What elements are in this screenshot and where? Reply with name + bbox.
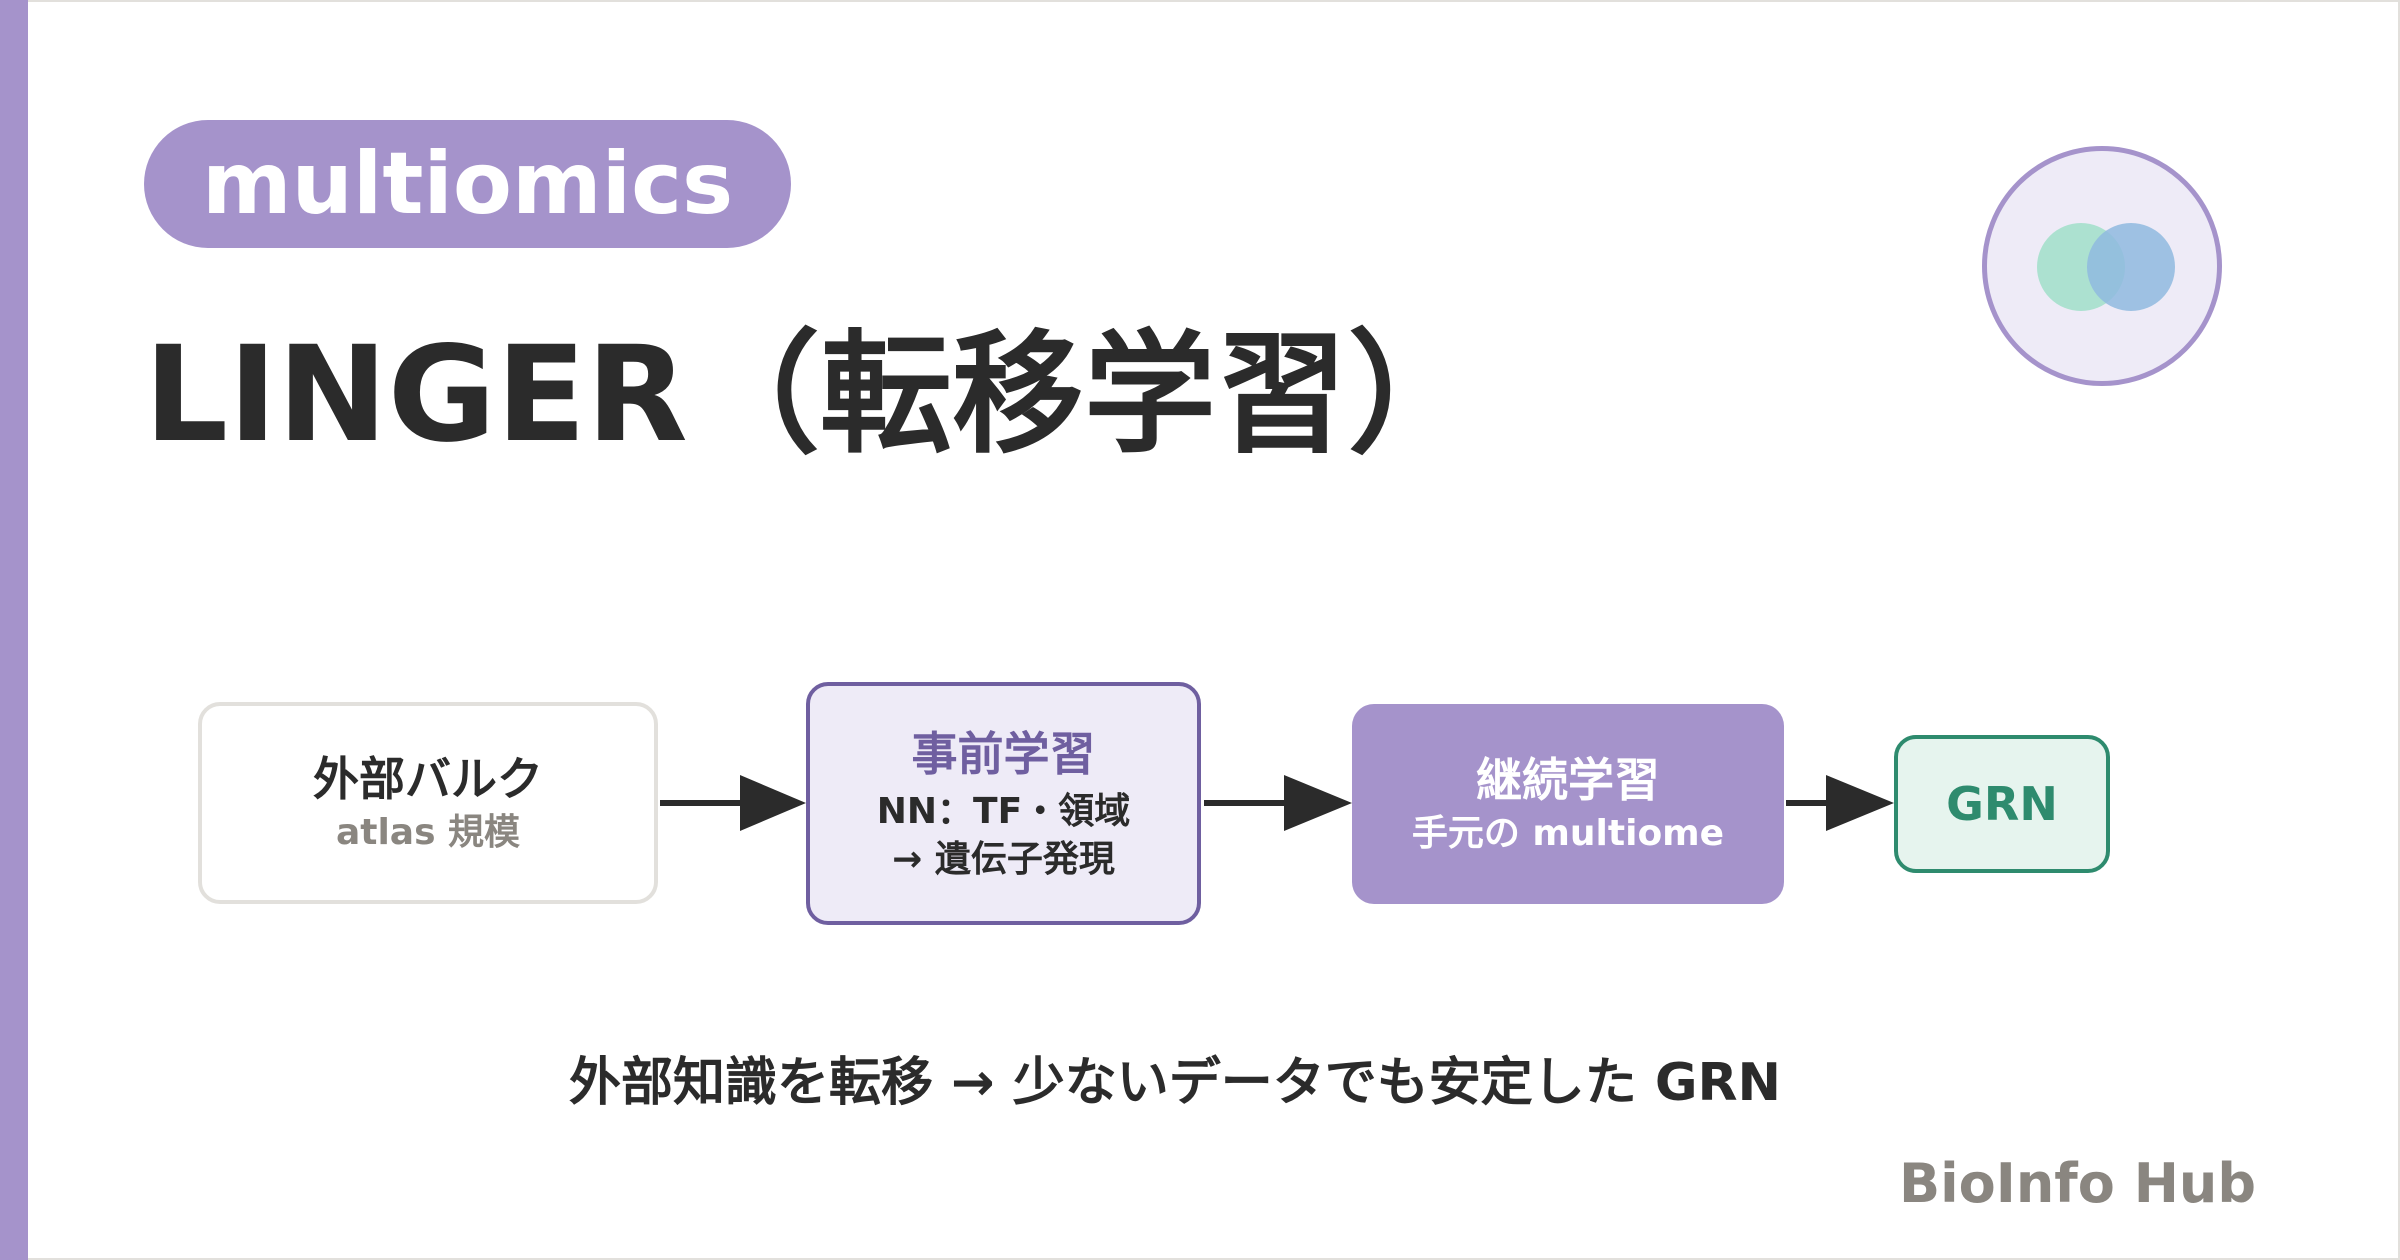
- multiomics-logo-icon: [1982, 146, 2222, 386]
- arrow-1: [660, 775, 806, 831]
- accent-bar: [0, 0, 28, 1260]
- arrow-2: [1204, 775, 1352, 831]
- node-title: 事前学習: [911, 726, 1096, 781]
- node-external-bulk: 外部バルク atlas 規模: [198, 702, 658, 904]
- node-subtitle-line-1: NN：TF・領域: [876, 790, 1131, 832]
- node-continual-learning: 継続学習 手元の multiome: [1352, 704, 1784, 904]
- arrow-3: [1786, 775, 1894, 831]
- logo-blue-circle: [2087, 223, 2175, 311]
- node-title: 外部バルク: [313, 752, 543, 806]
- node-title: GRN: [1946, 777, 2058, 831]
- slide-title: LINGER（転移学習）: [144, 318, 1480, 472]
- node-subtitle-line-2: → 遺伝子発現: [892, 838, 1115, 880]
- node-grn: GRN: [1894, 735, 2110, 873]
- category-tag: multiomics: [144, 120, 792, 248]
- node-pretraining: 事前学習 NN：TF・領域 → 遺伝子発現: [806, 682, 1201, 925]
- node-title: 継続学習: [1476, 753, 1660, 807]
- node-subtitle: atlas 規模: [335, 812, 521, 853]
- node-subtitle: 手元の multiome: [1411, 813, 1725, 854]
- summary-caption: 外部知識を転移 → 少ないデータでも安定した GRN: [568, 1053, 1782, 1113]
- brand-name: BioInfo Hub: [1899, 1152, 2256, 1215]
